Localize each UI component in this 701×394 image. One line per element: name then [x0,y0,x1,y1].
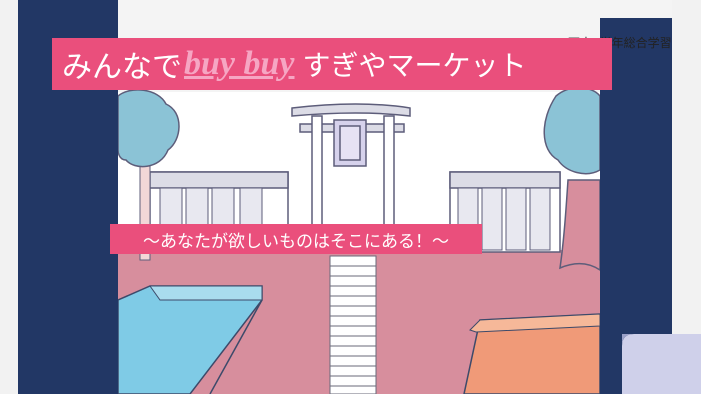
left-tree [117,89,180,261]
subtitle-banner: ～あなたが欲しいものはそこにある！～ [110,224,482,254]
title-prefix: みんなで [62,50,182,85]
right-tree [543,87,601,272]
title-buy: buy buy [184,45,295,82]
torii-gate [291,103,411,253]
left-blue-roof [117,285,263,394]
title-banner: みんなで buy buy すぎやマーケット [52,38,612,90]
stone-path [329,255,377,394]
title-suffix: すぎやマーケット [302,49,527,82]
right-navy-panel [600,18,672,394]
orange-roof [463,313,601,394]
corner-fold [622,334,701,394]
right-building [449,171,561,253]
